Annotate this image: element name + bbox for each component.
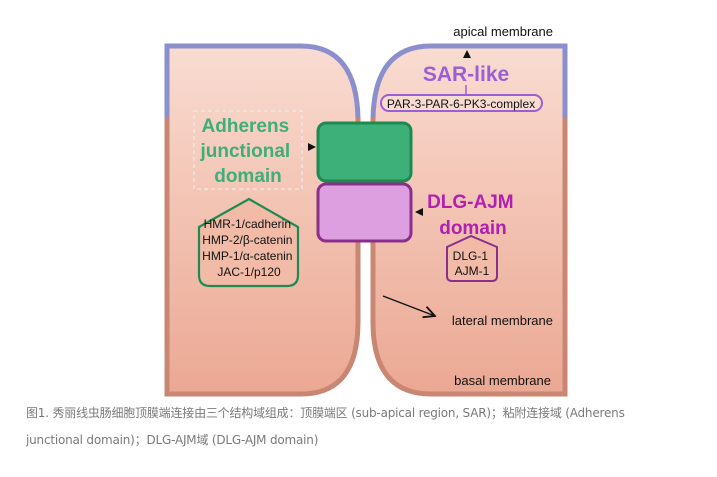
dlg-protein-list: DLG-1 AJM-1: [453, 249, 492, 278]
dlg-protein-1: DLG-1: [453, 249, 489, 263]
lateral-membrane-arrow: [382, 295, 435, 316]
adherens-protein-1: HMR-1/cadherin: [204, 217, 291, 231]
adherens-protein-2: HMP-2/β-catenin: [202, 233, 292, 247]
right-basolateral-membrane: [370, 118, 568, 397]
adherens-junction-block: [316, 121, 413, 183]
dlg-ajm-title-line-1: DLG-AJM: [427, 192, 514, 213]
adherens-title-line-1: Adherens: [202, 116, 290, 137]
adherens-pointer-arrowhead: [308, 143, 316, 151]
dlg-pointer-arrowhead: [415, 208, 423, 216]
left-apical-membrane: [164, 43, 361, 118]
adherens-title: Adherens junctional domain: [199, 116, 295, 187]
adherens-protein-4: JAC-1/p120: [217, 265, 281, 279]
adherens-protein-3: HMP-1/α-catenin: [202, 249, 292, 263]
sar-complex-pill: [380, 94, 543, 112]
apical-membrane-label: apical membrane: [453, 24, 553, 39]
adherens-title-line-2: junctional: [199, 141, 290, 162]
adherens-protein-box: [197, 197, 300, 288]
dlg-ajm-title: DLG-AJM domain: [427, 192, 519, 239]
right-cell: [370, 43, 568, 397]
right-apical-membrane: [370, 43, 568, 118]
figure-caption-line-2: junctional domain)；DLG-AJM域 (DLG-AJM dom…: [26, 433, 319, 447]
dlg-ajm-title-line-2: domain: [439, 218, 507, 239]
lateral-membrane-label: lateral membrane: [452, 313, 553, 328]
dlg-protein-2: AJM-1: [455, 264, 490, 278]
adherens-protein-list: HMR-1/cadherin HMP-2/β-catenin HMP-1/α-c…: [202, 217, 296, 279]
cell-junction-diagram: apical membrane SAR-like PAR-3-PAR-6-PK3…: [163, 22, 569, 398]
sar-complex-label: PAR-3-PAR-6-PK3-complex: [387, 97, 535, 111]
left-basolateral-membrane: [164, 118, 361, 397]
sar-like-title: SAR-like: [423, 63, 509, 86]
figure-caption-line-1: 图1. 秀丽线虫肠细胞顶膜端连接由三个结构域组成：顶膜端区 (sub-apica…: [26, 406, 625, 420]
basal-membrane-label: basal membrane: [454, 373, 551, 388]
dlg-protein-box: [446, 234, 498, 282]
apical-arrowhead: [463, 50, 471, 58]
adherens-label-dashed-box: [193, 110, 303, 190]
dlg-ajm-block: [316, 182, 413, 243]
adherens-title-line-3: domain: [214, 166, 282, 187]
